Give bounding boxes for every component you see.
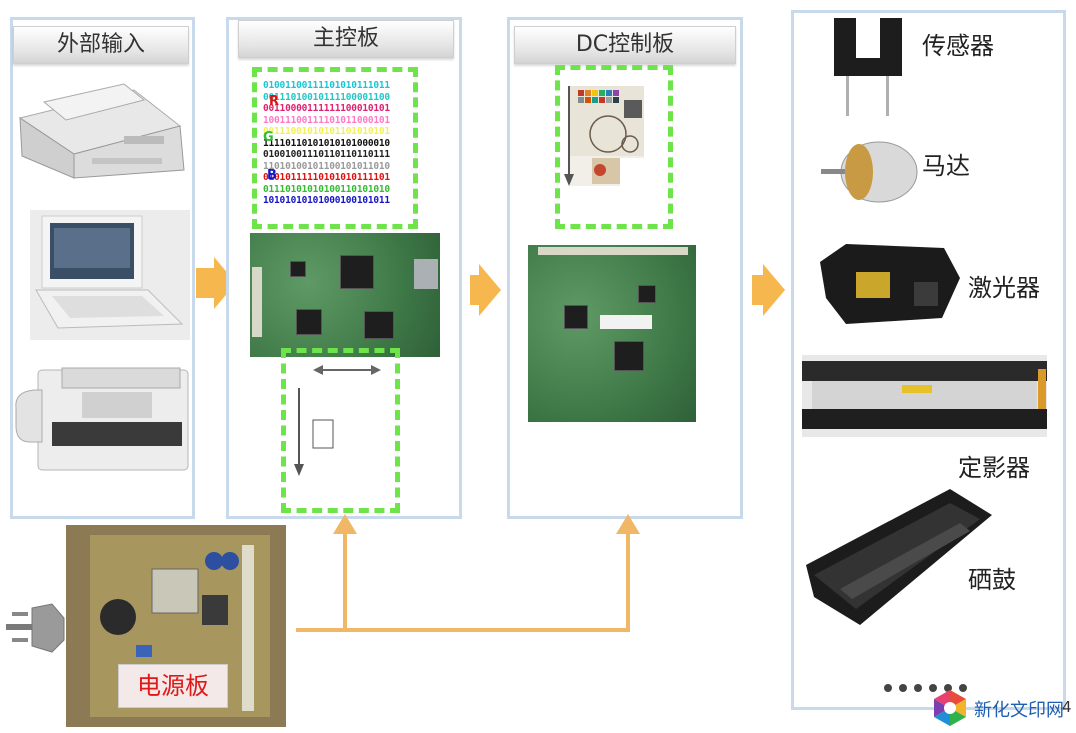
chip — [340, 255, 374, 289]
power-plug-image — [6, 590, 68, 664]
laptop-image — [30, 210, 190, 340]
drum-label: 硒鼓 — [968, 566, 1016, 594]
more-dots — [884, 684, 974, 696]
chip — [638, 285, 656, 303]
label-sticker — [600, 315, 652, 329]
binary-line: 00110000111111100010101 — [263, 103, 390, 114]
dot — [959, 684, 967, 692]
memory-arrows — [294, 365, 381, 476]
flow-arrow-2-tail — [470, 275, 480, 305]
flow-arrow-1-tail — [196, 268, 216, 298]
flow-arrow-3 — [763, 264, 785, 316]
binary-line: 00111001010101101010101 — [263, 126, 390, 137]
binary-line: 01110101010100110101010 — [263, 183, 390, 195]
binary-lines: 01001100111101010111011 0011101001011110… — [263, 80, 413, 220]
binary-line: 10011100111101011000101 — [263, 114, 390, 126]
fax-image — [12, 362, 192, 474]
dot — [944, 684, 952, 692]
chip — [296, 309, 322, 335]
scanner-image — [14, 70, 192, 182]
connector — [414, 259, 438, 289]
main-board-image — [250, 233, 440, 357]
flow-arrow-2 — [479, 264, 501, 316]
image-scan-arrow — [564, 86, 574, 186]
connector — [252, 267, 262, 337]
chip — [364, 311, 394, 339]
image-data-box — [555, 65, 673, 229]
motor-image — [817, 132, 925, 210]
binary-line: 11010100101100101011010 — [263, 160, 390, 172]
main-board-header: 主控板 — [238, 20, 454, 58]
binary-line: 11110110101010101000010 — [263, 137, 390, 149]
chip — [564, 305, 588, 329]
memory-box — [281, 348, 400, 513]
drum-image — [800, 485, 995, 635]
laser-image — [816, 238, 966, 330]
dot — [929, 684, 937, 692]
dot — [884, 684, 892, 692]
dot — [899, 684, 907, 692]
laser-label: 激光器 — [968, 274, 1040, 302]
green-channel-marker: G — [263, 130, 274, 145]
image-data-thumbnail — [570, 86, 644, 186]
chip — [290, 261, 306, 277]
dc-board-header: DC控制板 — [514, 26, 736, 64]
binary-line: 01001001110110110110111 — [263, 149, 390, 160]
input-header: 外部输入 — [13, 26, 189, 64]
brand-name: 新化文印网 — [974, 700, 1064, 721]
dc-board-image — [528, 245, 696, 422]
binary-line: 01010111110101010111101 — [263, 172, 390, 183]
sensor-label: 传感器 — [922, 32, 994, 60]
fuser-image — [802, 355, 1047, 437]
fuser-label: 定影器 — [958, 454, 1030, 482]
binary-data-box — [252, 67, 418, 229]
motor-label: 马达 — [922, 152, 970, 180]
connector — [538, 247, 688, 255]
flow-arrow-3-tail — [752, 275, 764, 305]
red-channel-marker: R — [269, 94, 280, 109]
brand-logo — [930, 688, 970, 728]
chip — [614, 341, 644, 371]
binary-line: 01001100111101010111011 — [263, 80, 390, 91]
page-number: 4 — [1062, 698, 1072, 716]
sensor-image — [826, 12, 912, 122]
power-board-label: 电源板 — [118, 664, 228, 708]
binary-line: 00111010010111100001100 — [263, 91, 390, 103]
dot — [914, 684, 922, 692]
blue-channel-marker: B — [267, 168, 277, 183]
binary-line: 10101010101000100101011 — [263, 195, 390, 206]
